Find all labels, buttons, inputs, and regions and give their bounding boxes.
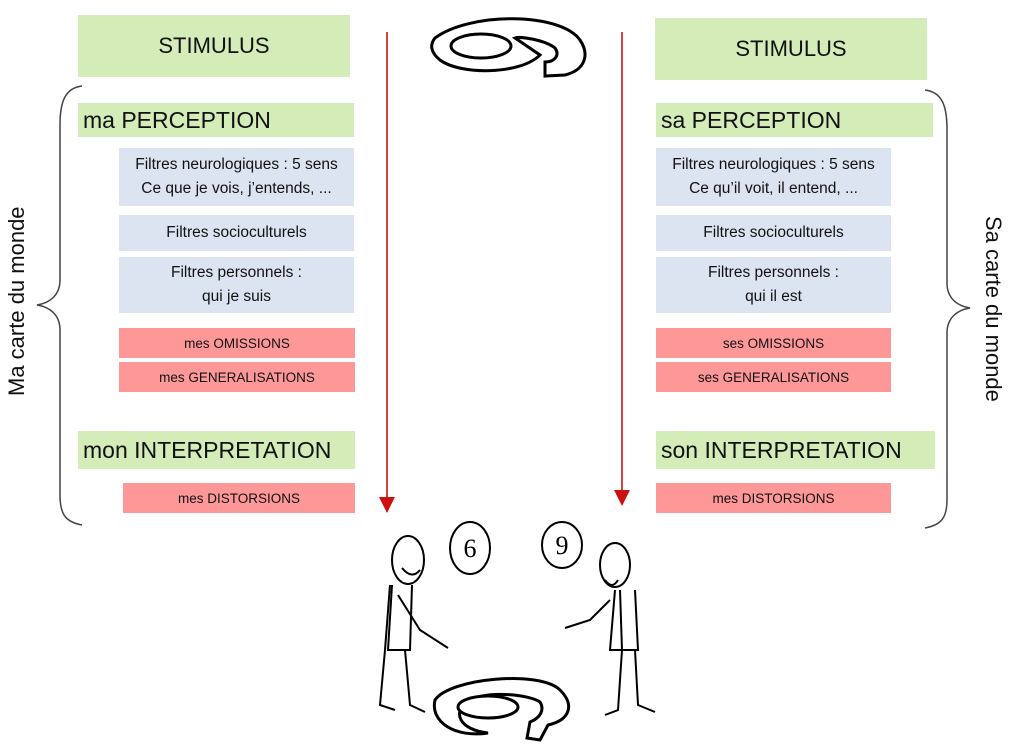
left-perception-label: ma PERCEPTION: [83, 106, 271, 133]
left-stimulus-box: STIMULUS: [78, 15, 350, 77]
right-stimulus-box: STIMULUS: [655, 18, 927, 80]
right-perception-header: sa PERCEPTION: [656, 103, 933, 137]
left-filter-socio-label: Filtres socioculturels: [166, 224, 307, 241]
left-filter-personal-line2: qui je suis: [202, 288, 271, 305]
right-omissions-label: ses OMISSIONS: [722, 335, 825, 351]
right-distorsions-box: mes DISTORSIONS: [656, 483, 891, 513]
right-speech-bubble: 9: [541, 521, 583, 569]
right-speech-digit: 9: [556, 531, 569, 560]
right-interpretation-label: son INTERPRETATION: [661, 436, 902, 463]
right-person-drawing: [564, 542, 656, 716]
right-filter-neuro-line2: Ce qu’il voit, il entend, ...: [689, 180, 858, 197]
right-filter-personal-line2: qui il est: [745, 288, 802, 305]
right-filter-socio-label: Filtres socioculturels: [703, 224, 844, 241]
top-number-figure: [430, 17, 587, 78]
left-perception-header: ma PERCEPTION: [78, 103, 354, 137]
left-generalisations-box: mes GENERALISATIONS: [119, 362, 355, 392]
left-filter-personal: Filtres personnels : qui je suis: [119, 257, 354, 313]
right-stimulus-label: STIMULUS: [735, 36, 847, 61]
right-perception-label: sa PERCEPTION: [661, 106, 842, 133]
left-stimulus-label: STIMULUS: [158, 33, 270, 58]
left-omissions-label: mes OMISSIONS: [184, 335, 290, 351]
left-brace: [36, 85, 83, 526]
left-person-drawing: [378, 535, 449, 713]
left-filter-personal-line1: Filtres personnels :: [171, 264, 302, 281]
right-filter-neuro-line1: Filtres neurologiques : 5 sens: [672, 156, 875, 173]
left-generalisations-label: mes GENERALISATIONS: [159, 369, 315, 385]
left-distorsions-box: mes DISTORSIONS: [123, 483, 355, 513]
right-omissions-box: ses OMISSIONS: [656, 328, 891, 358]
left-filter-neuro-line2: Ce que je vois, j’entends, ...: [141, 180, 332, 197]
right-distorsions-label: mes DISTORSIONS: [712, 490, 835, 506]
right-filter-socio: Filtres socioculturels: [656, 215, 891, 251]
right-filter-personal: Filtres personnels : qui il est: [656, 257, 891, 313]
right-filter-neuro: Filtres neurologiques : 5 sens Ce qu’il …: [656, 148, 891, 206]
left-filter-neuro: Filtres neurologiques : 5 sens Ce que je…: [119, 148, 354, 206]
left-filter-neuro-line1: Filtres neurologiques : 5 sens: [135, 156, 338, 173]
bottom-number-figure: [432, 677, 571, 742]
left-interpretation-header: mon INTERPRETATION: [78, 431, 355, 469]
right-brace: [924, 89, 971, 529]
left-filter-socio: Filtres socioculturels: [119, 215, 354, 251]
left-speech-digit: 6: [464, 534, 477, 563]
right-filter-personal-line1: Filtres personnels :: [708, 264, 839, 281]
right-generalisations-box: ses GENERALISATIONS: [656, 362, 891, 392]
left-interpretation-label: mon INTERPRETATION: [83, 436, 332, 463]
left-speech-bubble: 6: [449, 521, 491, 575]
left-omissions-box: mes OMISSIONS: [119, 328, 355, 358]
right-generalisations-label: ses GENERALISATIONS: [697, 369, 850, 385]
right-interpretation-header: son INTERPRETATION: [656, 431, 935, 469]
left-distorsions-label: mes DISTORSIONS: [177, 490, 301, 506]
